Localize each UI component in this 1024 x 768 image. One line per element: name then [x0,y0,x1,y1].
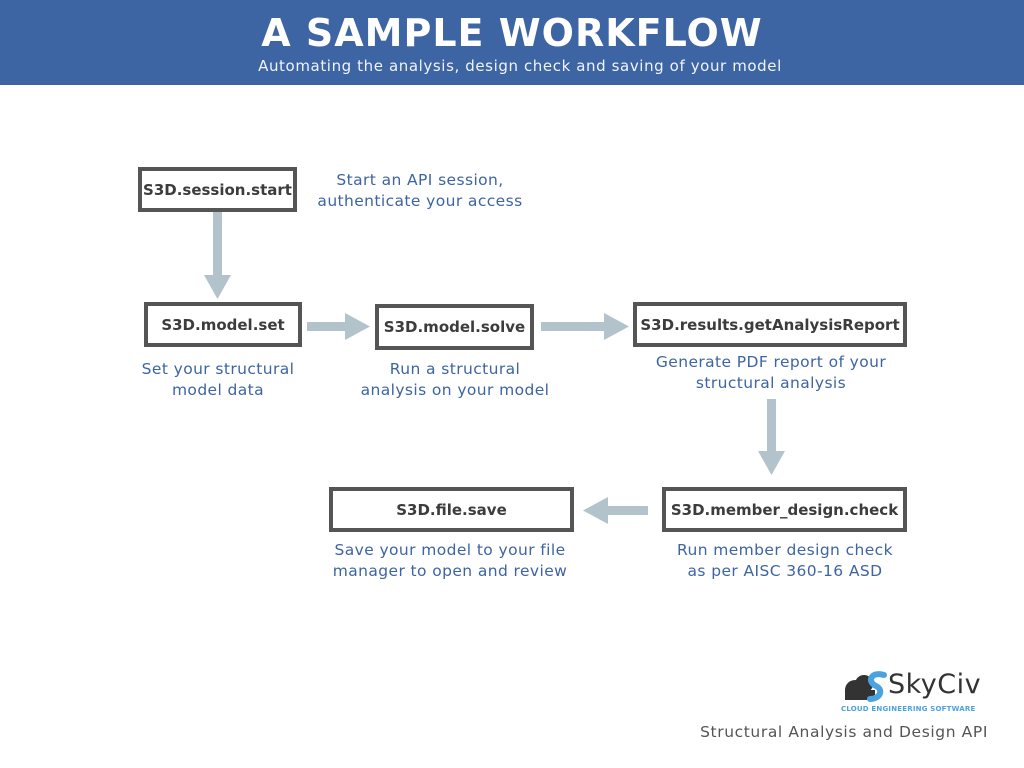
step-label: S3D.member_design.check [670,500,899,519]
step-label: S3D.model.solve [383,318,526,336]
step-label: S3D.file.save [396,500,507,519]
description-line: model data [171,381,265,399]
arrow-down-icon [204,211,231,299]
step-description-model-set: Set your structural model data [118,359,318,401]
arrow-right-icon [307,313,370,340]
step-box-get-analysis-report: S3D.results.getAnalysisReport [633,302,907,347]
step-box-session-start: S3D.session.start [138,167,297,212]
step-label: S3D.results.getAnalysisReport [640,315,900,334]
step-box-model-solve: S3D.model.solve [375,304,534,350]
description-line: analysis on your model [360,381,550,399]
description-line: as per AISC 360-16 ASD [687,562,883,580]
description-line: Save your model to your file [334,541,566,559]
skyciv-logo: SkyCiv CLOUD ENGINEERING SOFTWARE [838,667,998,717]
logo-tagline: CLOUD ENGINEERING SOFTWARE [841,705,976,713]
description-line: Generate PDF report of your [655,353,887,371]
step-box-model-set: S3D.model.set [144,302,302,347]
step-description-model-solve: Run a structural analysis on your model [340,359,570,401]
page-title: A SAMPLE WORKFLOW [261,11,763,55]
description-line: Run member design check [677,541,893,559]
header-banner: A SAMPLE WORKFLOW Automating the analysi… [0,0,1024,85]
cloud-s-logo-icon [845,671,887,702]
footer-caption: Structural Analysis and Design API [700,723,988,741]
description-line: manager to open and review [332,562,568,580]
page-subtitle: Automating the analysis, design check an… [258,57,782,75]
arrow-left-icon [583,497,648,524]
step-box-member-design-check: S3D.member_design.check [662,487,907,532]
step-description-get-analysis-report: Generate PDF report of your structural a… [630,352,912,394]
step-label: S3D.model.set [161,315,285,334]
description-line: Set your structural [141,360,295,378]
step-label: S3D.session.start [143,180,292,199]
step-description-session-start: Start an API session, authenticate your … [300,170,540,212]
logo-wordmark: SkyCiv [888,669,982,700]
description-line: structural analysis [695,374,847,392]
description-line: authenticate your access [317,192,523,210]
arrow-right-icon [541,313,629,340]
step-box-file-save: S3D.file.save [329,487,574,532]
description-line: Start an API session, [336,171,504,189]
step-description-member-design-check: Run member design check as per AISC 360-… [650,540,920,582]
arrow-down-icon [758,399,785,475]
description-line: Run a structural [389,360,521,378]
step-description-file-save: Save your model to your file manager to … [312,540,588,582]
